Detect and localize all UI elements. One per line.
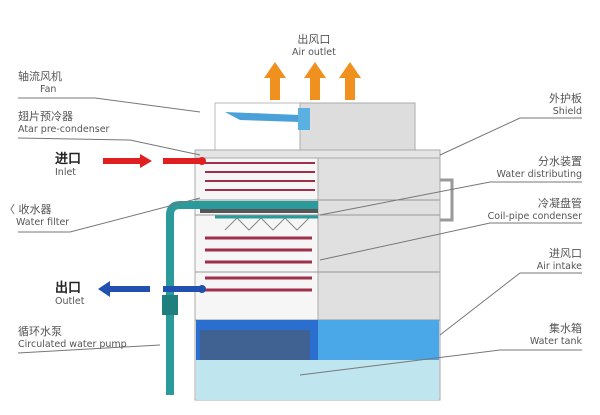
circulation-pipe: [166, 201, 318, 395]
tank-mesh: [200, 330, 310, 360]
water-distributor: [215, 215, 318, 231]
fan-hub: [298, 108, 310, 130]
coil-pipes: [205, 236, 312, 292]
tank-water-lower: [196, 360, 439, 400]
inlet-arrow: [103, 154, 206, 168]
air-outlet-arrows: [264, 62, 361, 100]
pre-condenser: [205, 162, 315, 191]
pump: [162, 295, 178, 315]
fan-housing: [299, 102, 416, 151]
fan-blade: [225, 112, 300, 122]
handle: [440, 178, 454, 222]
outlet-arrow: [98, 281, 206, 297]
water-tank-side: [318, 320, 439, 360]
